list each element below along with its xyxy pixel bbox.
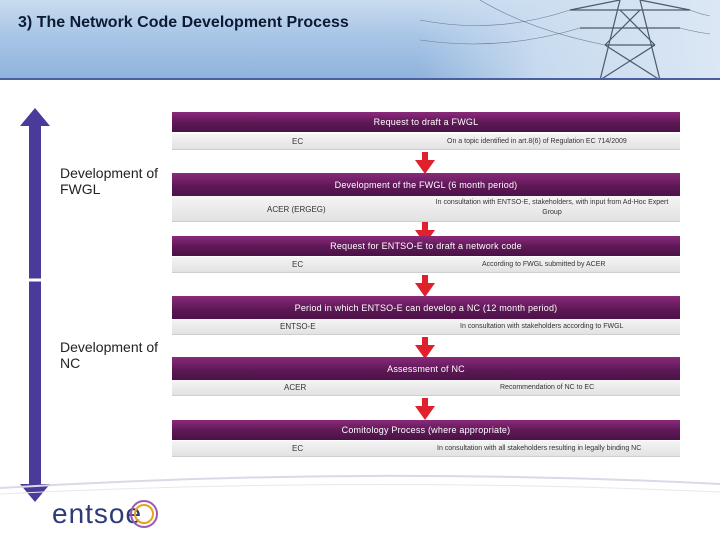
step-bar: Request to draft a FWGL: [172, 112, 680, 132]
power-pylon-icon: [420, 0, 710, 80]
step-description: In consultation with ENTSO-E, stakeholde…: [435, 199, 669, 216]
actor-label: EC: [292, 444, 304, 453]
logo-mark-icon: [130, 500, 158, 528]
step-description: Recommendation of NC to EC: [500, 384, 595, 391]
info-row: EC In consultation with all stakeholders…: [172, 441, 680, 457]
entsoe-logo: entsoe: [52, 498, 143, 529]
actor-label: ACER: [284, 383, 307, 392]
double-arrow-icon: [20, 108, 50, 502]
step-bar: Request for ENTSO-E to draft a network c…: [172, 236, 680, 256]
actor-label: ENTSO-E: [280, 322, 316, 331]
step-bar: Assessment of NC: [172, 357, 680, 381]
down-arrow-icon: [415, 398, 435, 420]
step-description: On a topic identified in art.8(6) of Reg…: [447, 138, 627, 145]
footer-swoosh: [0, 474, 720, 495]
down-arrow-icon: [415, 337, 435, 359]
info-row: ENTSO-E In consultation with stakeholder…: [172, 319, 680, 335]
header-divider: [0, 78, 720, 80]
step-bar: Period in which ENTSO-E can develop a NC…: [172, 296, 680, 320]
step-bar: Development of the FWGL (6 month period): [172, 173, 680, 197]
header-banner: 3) The Network Code Development Process: [0, 0, 720, 80]
phase-label-fwgl: Development of FWGL: [60, 165, 159, 197]
header-sky: [420, 0, 720, 80]
actor-label: ACER (ERGEG): [267, 205, 326, 214]
actor-label: EC: [292, 260, 304, 269]
down-arrow-icon: [415, 275, 435, 297]
info-row: ACER Recommendation of NC to EC: [172, 380, 680, 396]
info-row: ACER (ERGEG) In consultation with ENTSO-…: [172, 196, 680, 222]
info-row: EC On a topic identified in art.8(6) of …: [172, 134, 680, 150]
phase-label-nc: Development of NC: [60, 339, 159, 371]
page-title: 3) The Network Code Development Process: [18, 14, 349, 31]
step-bar: Comitology Process (where appropriate): [172, 420, 680, 440]
actor-label: EC: [292, 137, 304, 146]
step-description: According to FWGL submitted by ACER: [482, 261, 606, 268]
info-row: EC According to FWGL submitted by ACER: [172, 257, 680, 273]
down-arrow-icon: [415, 152, 435, 174]
step-description: In consultation with all stakeholders re…: [437, 445, 642, 452]
step-description: In consultation with stakeholders accord…: [460, 323, 624, 330]
